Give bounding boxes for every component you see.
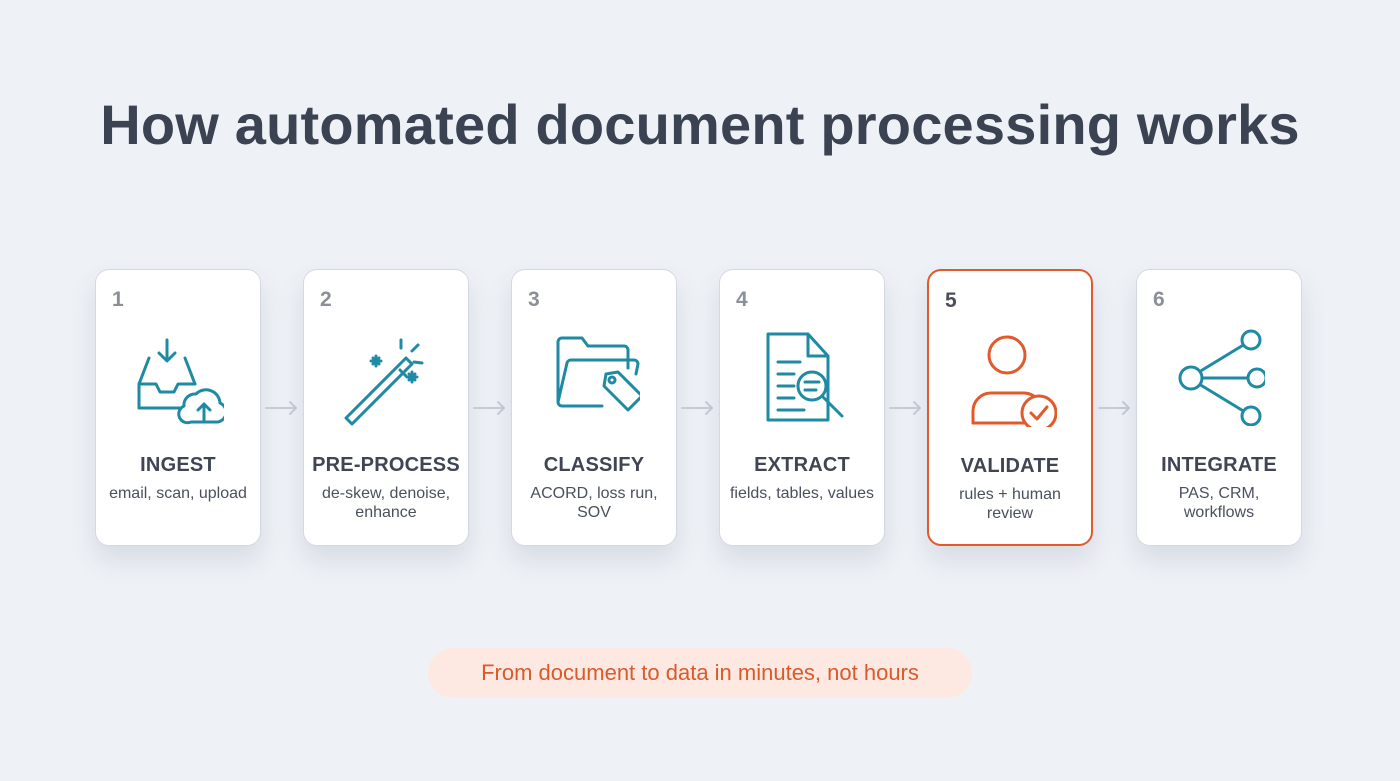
step-card-ingest: 1 INGEST email, scan, upload bbox=[95, 269, 261, 546]
step-card-validate: 5 VALIDATE rules + human review bbox=[927, 269, 1093, 546]
arrow-right-icon bbox=[681, 401, 713, 415]
folder-tag-icon bbox=[556, 336, 640, 412]
step-card-classify: 3 CLASSIFY ACORD, loss run, SOV bbox=[511, 269, 677, 546]
step-number: 4 bbox=[736, 288, 748, 311]
step-description: ACORD, loss run, SOV bbox=[530, 485, 658, 521]
step-card-extract: 4 EXTRACT fields, tables, values bbox=[719, 269, 885, 546]
step-title: EXTRACT bbox=[754, 454, 850, 476]
step-description: de-skew, denoise, enhance bbox=[321, 485, 451, 521]
step-description: rules + human review bbox=[959, 486, 1061, 522]
step-number: 3 bbox=[528, 288, 540, 311]
step-card-pre-process: 2 PRE-PROCESS de-skew, denoise, enhance bbox=[303, 269, 469, 546]
step-title: INTEGRATE bbox=[1161, 454, 1277, 476]
step-number: 2 bbox=[320, 288, 332, 311]
step-card-integrate: 6 INTEGRATE PAS, CRM, workflows bbox=[1136, 269, 1302, 546]
document-search-icon bbox=[766, 332, 844, 422]
tagline-pill: From document to data in minutes, not ho… bbox=[428, 648, 972, 698]
step-number: 6 bbox=[1153, 288, 1165, 311]
magic-wand-icon bbox=[344, 338, 424, 426]
page-title: How automated document processing works bbox=[100, 93, 1300, 156]
step-title: CLASSIFY bbox=[543, 454, 645, 476]
step-description: PAS, CRM, workflows bbox=[1178, 485, 1260, 521]
share-nodes-icon bbox=[1178, 329, 1265, 426]
step-title: VALIDATE bbox=[960, 455, 1060, 477]
step-title: INGEST bbox=[140, 454, 216, 476]
arrow-right-icon bbox=[1098, 401, 1130, 415]
arrow-right-icon bbox=[473, 401, 505, 415]
step-description: fields, tables, values bbox=[729, 485, 875, 502]
step-number: 5 bbox=[945, 289, 957, 312]
arrow-right-icon bbox=[265, 401, 297, 415]
user-check-icon bbox=[971, 335, 1057, 427]
step-description: email, scan, upload bbox=[109, 485, 247, 502]
step-title: PRE-PROCESS bbox=[312, 454, 460, 476]
step-number: 1 bbox=[112, 288, 124, 311]
arrow-right-icon bbox=[889, 401, 921, 415]
inbox-upload-icon bbox=[137, 338, 224, 425]
